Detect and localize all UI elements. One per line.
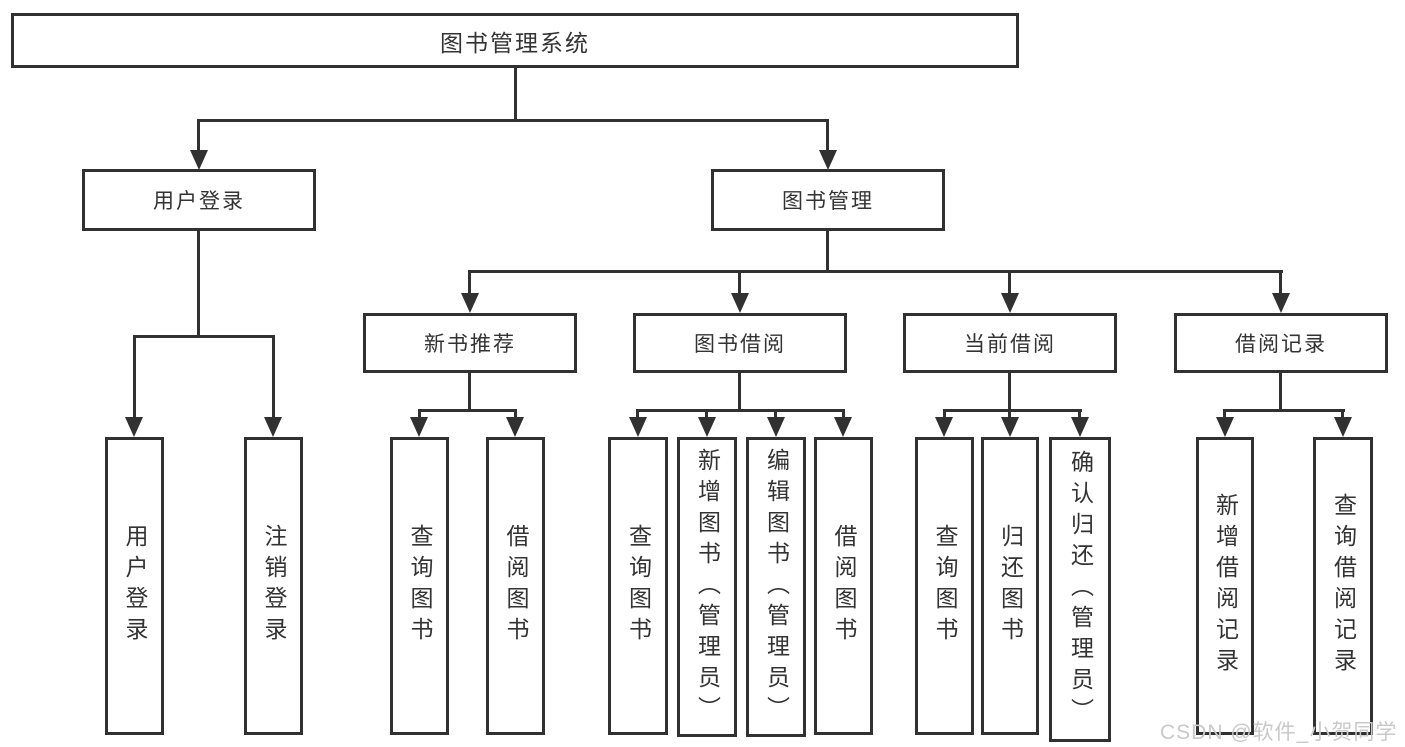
node-library-system: 图书管理系统 <box>11 13 1019 68</box>
csdn-watermark: CSDN @软件_小贺同学 <box>1160 721 1398 744</box>
connector-stub-leaf <box>636 409 639 421</box>
connector-stub-leaf <box>418 409 421 421</box>
node-label: 归还图书 <box>997 524 1024 648</box>
node-label: 用户登录 <box>153 190 245 213</box>
node-borrow-books-leaf: 借阅图书 <box>814 437 873 735</box>
connector-book-management-split <box>468 270 1283 273</box>
connector-trunk <box>468 371 471 411</box>
connector-stub-new-book <box>468 270 471 295</box>
node-query-books-recommend: 查询图书 <box>390 437 449 735</box>
node-label: 借阅图书 <box>831 524 857 648</box>
connector-stub-borrow-records <box>1279 270 1282 295</box>
node-confirm-return-admin: 确认归还（管理员） <box>1049 437 1111 742</box>
arrow-down-icon <box>834 417 852 437</box>
node-query-borrow-record: 查询借阅记录 <box>1313 437 1373 735</box>
arrow-down-icon <box>264 417 282 437</box>
connector-split <box>418 409 517 412</box>
arrow-down-icon <box>1272 293 1290 313</box>
node-label: 查询图书 <box>932 524 958 648</box>
node-label: 确认归还（管理员） <box>1067 450 1094 729</box>
node-label: 图书借阅 <box>694 333 786 356</box>
node-label: 借阅记录 <box>1235 333 1327 356</box>
connector-stub-leaf <box>1078 409 1081 421</box>
arrow-down-icon <box>410 417 428 437</box>
connector-stub-leaf <box>774 409 777 421</box>
node-label: 查询借阅记录 <box>1330 493 1357 679</box>
connector-user-login-trunk <box>197 231 200 337</box>
connector-stub-leaf <box>1223 409 1226 421</box>
connector-stub-book-management <box>826 119 829 155</box>
arrow-down-icon <box>1001 417 1019 437</box>
connector-stub-leaf <box>514 409 517 421</box>
connector-trunk <box>1008 371 1011 411</box>
arrow-down-icon <box>935 417 953 437</box>
node-add-books-admin: 新增图书（管理员） <box>677 437 737 737</box>
node-label: 新书推荐 <box>424 333 516 356</box>
arrow-down-icon <box>1001 293 1019 313</box>
node-label: 借阅图书 <box>503 524 529 648</box>
arrow-down-icon <box>1334 417 1352 437</box>
node-new-book-recommend: 新书推荐 <box>363 313 577 373</box>
node-label: 注销登录 <box>261 524 287 648</box>
connector-stub-leaf <box>272 335 275 417</box>
connector-user-login-split <box>133 335 275 338</box>
node-add-borrow-record: 新增借阅记录 <box>1196 437 1254 735</box>
connector-stub-leaf <box>1341 409 1344 421</box>
connector-split <box>1223 409 1345 412</box>
connector-trunk <box>738 371 741 411</box>
connector-trunk <box>1279 371 1282 411</box>
node-label: 编辑图书（管理员） <box>763 447 790 727</box>
node-borrow-records: 借阅记录 <box>1174 313 1388 373</box>
arrow-down-icon <box>1216 417 1234 437</box>
node-label: 查询图书 <box>407 524 433 648</box>
arrow-down-icon <box>819 150 837 170</box>
connector-stub-leaf <box>1008 409 1011 421</box>
node-label: 图书管理系统 <box>440 29 590 56</box>
arrow-down-icon <box>461 293 479 313</box>
arrow-down-icon <box>1071 417 1089 437</box>
connector-stub-leaf <box>842 409 845 421</box>
connector-stub-current-borrow <box>1008 270 1011 295</box>
node-book-borrow: 图书借阅 <box>633 313 847 373</box>
node-return-books: 归还图书 <box>981 437 1039 735</box>
node-book-management: 图书管理 <box>711 169 945 231</box>
node-label: 查询图书 <box>625 524 652 648</box>
connector-book-management-trunk <box>826 231 829 272</box>
connector-root-trunk <box>514 68 517 121</box>
connector-stub-user-login <box>197 119 200 155</box>
arrow-down-icon <box>629 417 647 437</box>
node-label: 图书管理 <box>782 190 874 213</box>
arrow-down-icon <box>506 417 524 437</box>
node-label: 用户登录 <box>122 524 148 648</box>
node-user-login-leaf: 用户登录 <box>105 437 164 735</box>
node-query-books-current: 查询图书 <box>915 437 974 735</box>
arrow-down-icon <box>698 417 716 437</box>
node-logout: 注销登录 <box>244 437 303 735</box>
node-borrow-books-recommend: 借阅图书 <box>486 437 545 735</box>
arrow-down-icon <box>190 150 208 170</box>
node-label: 当前借阅 <box>964 333 1056 356</box>
node-user-login: 用户登录 <box>82 169 316 231</box>
node-query-books-borrow: 查询图书 <box>608 437 668 735</box>
connector-stub-leaf <box>705 409 708 421</box>
arrow-down-icon <box>125 417 143 437</box>
connector-split <box>636 409 845 412</box>
connector-stub-leaf <box>133 335 136 417</box>
connector-root-split <box>198 119 829 122</box>
connector-stub-book-borrow <box>738 270 741 295</box>
arrow-down-icon <box>767 417 785 437</box>
connector-split <box>943 409 1082 412</box>
node-label: 新增图书（管理员） <box>694 447 721 727</box>
node-edit-books-admin: 编辑图书（管理员） <box>746 437 806 737</box>
node-label: 新增借阅记录 <box>1212 493 1239 679</box>
arrow-down-icon <box>731 293 749 313</box>
connector-stub-leaf <box>943 409 946 421</box>
node-current-borrow: 当前借阅 <box>903 313 1117 373</box>
